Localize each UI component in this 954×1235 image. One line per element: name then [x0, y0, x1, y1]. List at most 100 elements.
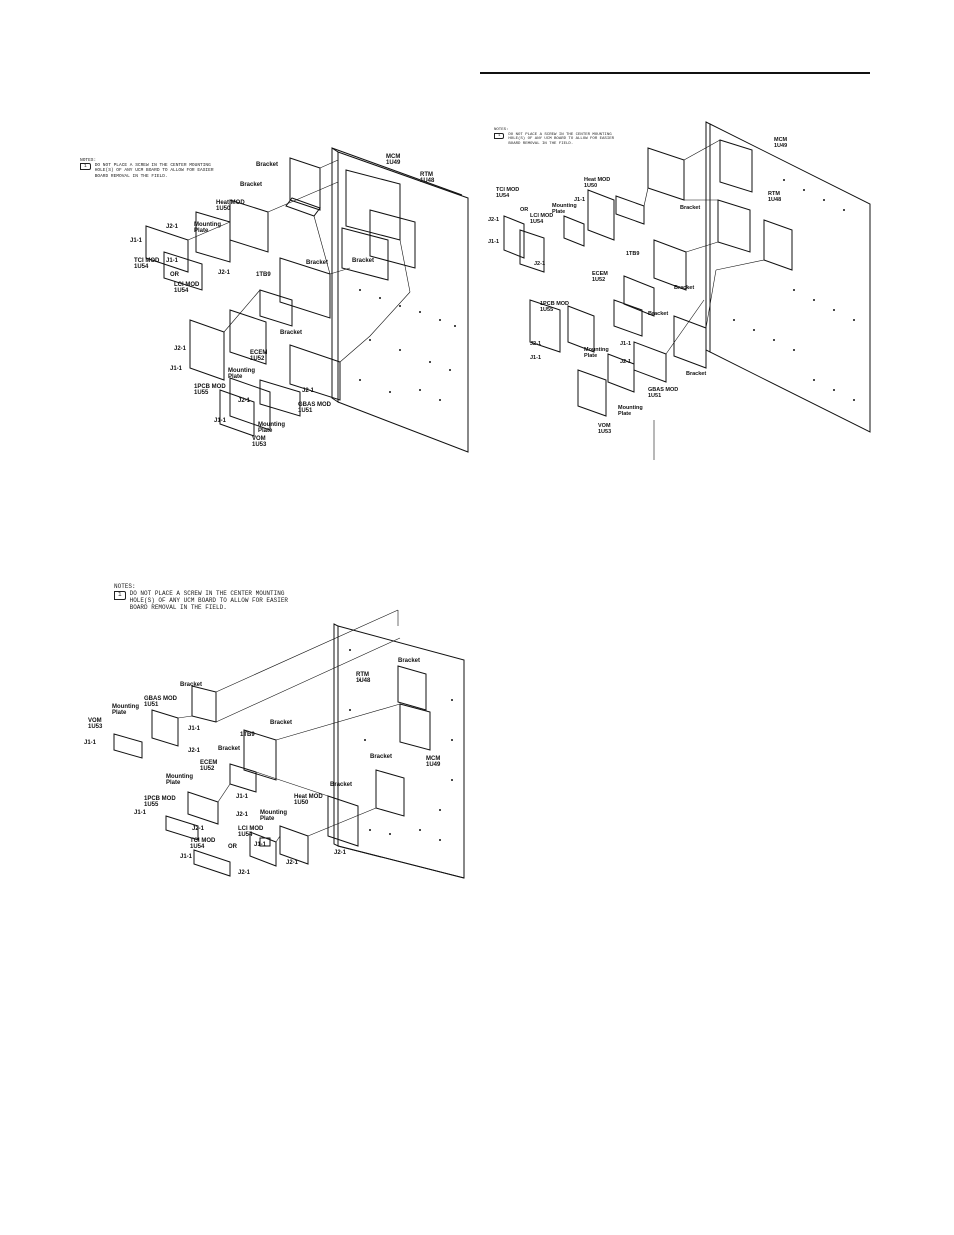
- label-j1: J1-1: [188, 726, 201, 732]
- notes-block: NOTES: 1 DO NOT PLACE A SCREW IN THE CEN…: [80, 158, 214, 179]
- exploded-diagram-3: NOTES: 1 DO NOT PLACE A SCREW IN THE CEN…: [80, 580, 470, 880]
- label-vom: VOM 1U53: [252, 436, 267, 448]
- label-rtm: RTM 1U48: [420, 172, 435, 184]
- label-tci-mod: TCI MOD 1U54: [190, 838, 216, 850]
- label-j2: J2-1: [238, 870, 251, 876]
- label-bracket: Bracket: [674, 285, 695, 291]
- label-1pcb-mod: 1PCB MOD 1U55: [144, 796, 176, 808]
- label-heat-mod: Heat MOD 1U50: [216, 200, 245, 212]
- label-bracket: Bracket: [352, 258, 375, 264]
- notes-block: NOTES: 1 DO NOT PLACE A SCREW IN THE CEN…: [494, 128, 614, 146]
- diagram-3-drawing: [113, 609, 465, 879]
- label-1tb9: 1TB9: [240, 732, 255, 738]
- label-j2: J2-1: [620, 359, 632, 365]
- note-text: DO NOT PLACE A SCREW IN THE CENTER MOUNT…: [94, 163, 214, 179]
- label-j1: J1-1: [130, 238, 143, 244]
- label-lci-mod: LCI MOD 1U54: [530, 213, 554, 225]
- label-mcm: MCM 1U49: [774, 137, 788, 149]
- label-j2: J2-1: [236, 812, 249, 818]
- label-1tb9: 1TB9: [626, 251, 640, 257]
- label-j2: J2-1: [238, 398, 251, 404]
- label-lci-mod: LCI MOD 1U54: [174, 282, 200, 294]
- label-j1: J1-1: [236, 794, 249, 800]
- label-j1: J1-1: [214, 418, 227, 424]
- notes-header: NOTES:: [494, 128, 509, 132]
- label-mounting-plate: Mounting Plate: [618, 405, 643, 417]
- label-mcm: MCM 1U49: [386, 154, 401, 166]
- label-or: OR: [170, 272, 179, 278]
- label-vom: VOM 1U53: [598, 423, 612, 435]
- label-j2: J2-1: [530, 341, 542, 347]
- label-gbas-mod: GBAS MOD 1U51: [298, 402, 331, 414]
- label-mounting-plate: Mounting Plate: [260, 810, 287, 822]
- label-tci-mod: TCI MOD 1U54: [496, 187, 520, 199]
- label-bracket: Bracket: [256, 162, 279, 168]
- label-j1: J1-1: [134, 810, 147, 816]
- label-bracket: Bracket: [270, 720, 293, 726]
- label-bracket: Bracket: [240, 182, 263, 188]
- label-lci-mod: LCI MOD 1U54: [238, 826, 264, 838]
- label-j1: J1-1: [488, 239, 500, 245]
- note-flag: 1: [114, 590, 126, 600]
- label-bracket: Bracket: [370, 754, 393, 760]
- label-heat-mod: Heat MOD 1U50: [584, 177, 611, 189]
- label-mounting-plate: Mounting Plate: [228, 368, 255, 380]
- label-mounting-plate: Mounting Plate: [166, 774, 193, 786]
- notes-header: NOTES:: [80, 158, 97, 163]
- notes-block: NOTES: 1 DO NOT PLACE A SCREW IN THE CEN…: [114, 583, 288, 612]
- label-mounting-plate: Mounting Plate: [194, 222, 221, 234]
- label-j1: J1-1: [254, 842, 267, 848]
- diagram-2-drawing: [503, 121, 871, 460]
- label-1tb9: 1TB9: [256, 272, 271, 278]
- notes-header: NOTES:: [114, 583, 136, 590]
- label-j2: J2-1: [286, 860, 299, 866]
- exploded-diagram-1: NOTES: 1 DO NOT PLACE A SCREW IN THE CEN…: [70, 140, 470, 455]
- label-j2: J2-1: [534, 261, 546, 267]
- label-bracket: Bracket: [306, 260, 329, 266]
- label-j1: J1-1: [620, 341, 632, 347]
- label-bracket: Bracket: [218, 746, 241, 752]
- label-gbas-mod: GBAS MOD 1U51: [648, 387, 679, 399]
- label-ecem: ECEM 1U52: [250, 350, 268, 362]
- label-bracket: Bracket: [330, 782, 353, 788]
- label-j2: J2-1: [166, 224, 179, 230]
- label-j1: J1-1: [170, 366, 183, 372]
- label-bracket: Bracket: [686, 371, 707, 377]
- note-text: DO NOT PLACE A SCREW IN THE CENTER MOUNT…: [508, 132, 615, 146]
- label-j2: J2-1: [218, 270, 231, 276]
- label-j2: J2-1: [192, 826, 205, 832]
- label-vom: VOM 1U53: [88, 718, 103, 730]
- label-mcm: MCM 1U49: [426, 756, 441, 768]
- label-mounting-plate: Mounting Plate: [584, 347, 609, 359]
- label-heat-mod: Heat MOD 1U50: [294, 794, 323, 806]
- label-bracket: Bracket: [648, 311, 669, 317]
- label-j1: J1-1: [84, 740, 97, 746]
- label-mounting-plate: Mounting Plate: [112, 704, 139, 716]
- note-flag: 1: [80, 163, 91, 171]
- note-flag: 1: [494, 132, 505, 140]
- label-mounting-plate: Mounting Plate: [552, 203, 577, 215]
- label-1pcb-mod: 1PCB MOD 1U55: [194, 384, 226, 396]
- label-mounting-plate: Mounting Plate: [258, 422, 285, 434]
- label-gbas-mod: GBAS MOD 1U51: [144, 696, 177, 708]
- label-rtm: RTM 1U48: [768, 191, 782, 203]
- label-or: OR: [228, 844, 237, 850]
- label-ecem: ECEM 1U52: [592, 271, 608, 283]
- label-j2: J2-1: [302, 388, 315, 394]
- label-bracket: Bracket: [280, 330, 303, 336]
- label-bracket: Bracket: [680, 205, 701, 211]
- label-rtm: RTM 1U48: [356, 672, 371, 684]
- label-j2: J2-1: [174, 346, 187, 352]
- label-j1: J1-1: [166, 258, 179, 264]
- label-tci-mod: TCI MOD 1U54: [134, 258, 160, 270]
- diagram-1-drawing: [145, 147, 469, 453]
- label-j2: J2-1: [488, 217, 500, 223]
- exploded-diagram-2: NOTES: 1 DO NOT PLACE A SCREW IN THE CEN…: [484, 120, 874, 460]
- label-bracket: Bracket: [180, 682, 203, 688]
- label-j1: J1-1: [574, 197, 586, 203]
- label-j1: J1-1: [530, 355, 542, 361]
- label-j2: J2-1: [334, 850, 347, 856]
- label-bracket: Bracket: [398, 658, 421, 664]
- label-ecem: ECEM 1U52: [200, 760, 218, 772]
